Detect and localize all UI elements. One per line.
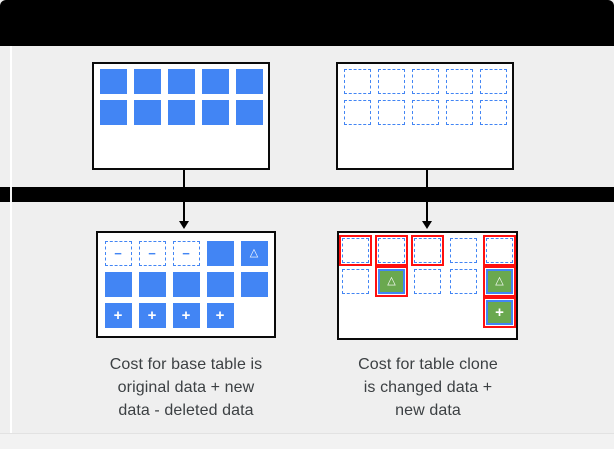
block-green-plus-red: +	[483, 297, 516, 328]
block-solid	[201, 69, 229, 94]
triangle-icon: △	[387, 274, 396, 287]
block-dashed-minus: −	[138, 241, 166, 266]
block-solid	[167, 100, 195, 125]
block-dashed-red	[375, 235, 408, 266]
card-left-edge	[10, 46, 12, 433]
plus-icon: +	[495, 304, 504, 321]
block-solid	[133, 69, 161, 94]
minus-icon: −	[114, 246, 122, 261]
base-table-after-box: − − − △ + + + +	[96, 231, 276, 338]
caption-table-clone-cost: Cost for table clone is changed data + n…	[358, 356, 498, 419]
block-dashed	[450, 269, 477, 294]
plus-icon: +	[215, 307, 225, 324]
block-dashed-minus: −	[104, 241, 132, 266]
block-dashed	[377, 100, 405, 125]
block-dashed	[450, 238, 477, 263]
top-black-bar	[0, 0, 614, 46]
down-arrow-head-base	[179, 221, 189, 229]
block-solid-plus: +	[206, 303, 234, 328]
block-dashed	[343, 69, 371, 94]
block-dashed	[479, 100, 507, 125]
plus-icon: +	[147, 307, 157, 324]
caption-base-table-cost: Cost for base table is original data + n…	[109, 356, 263, 419]
block-solid	[235, 100, 263, 125]
block-solid	[167, 69, 195, 94]
triangle-icon: △	[495, 274, 504, 287]
block-dashed-minus: −	[172, 241, 200, 266]
block-solid	[133, 100, 161, 125]
block-solid	[206, 272, 234, 297]
block-green-triangle-red: △	[375, 266, 408, 297]
block-dashed	[479, 69, 507, 94]
block-dashed-red	[339, 235, 372, 266]
footer-strip	[0, 433, 614, 449]
block-dashed	[411, 69, 439, 94]
block-dashed	[343, 100, 371, 125]
block-dashed	[445, 69, 473, 94]
down-arrow-line-clone	[426, 170, 428, 222]
clone-table-after-box: △ △ +	[337, 231, 518, 340]
block-solid	[104, 272, 132, 297]
plus-icon: +	[113, 307, 123, 324]
block-solid	[235, 69, 263, 94]
block-dashed-red	[483, 235, 516, 266]
base-table-before-box	[92, 62, 270, 170]
block-dashed	[411, 100, 439, 125]
block-dashed	[377, 69, 405, 94]
down-arrow-line-base	[183, 170, 185, 222]
block-solid	[138, 272, 166, 297]
block-solid	[172, 272, 200, 297]
block-solid	[99, 100, 127, 125]
block-solid-plus: +	[172, 303, 200, 328]
block-solid-plus: +	[104, 303, 132, 328]
block-dashed	[414, 269, 441, 294]
minus-icon: −	[182, 246, 190, 261]
block-green-triangle-red: △	[483, 266, 516, 297]
down-arrow-head-clone	[422, 221, 432, 229]
plus-icon: +	[181, 307, 191, 324]
block-solid-plus: +	[138, 303, 166, 328]
block-solid	[240, 272, 268, 297]
block-solid	[201, 100, 229, 125]
block-solid	[99, 69, 127, 94]
minus-icon: −	[148, 246, 156, 261]
triangle-icon: △	[249, 246, 259, 259]
block-solid-triangle: △	[240, 241, 268, 266]
block-solid	[206, 241, 234, 266]
block-dashed	[342, 269, 369, 294]
block-dashed-red	[411, 235, 444, 266]
clone-table-before-box	[336, 62, 514, 170]
middle-black-band	[0, 187, 614, 202]
block-dashed	[445, 100, 473, 125]
